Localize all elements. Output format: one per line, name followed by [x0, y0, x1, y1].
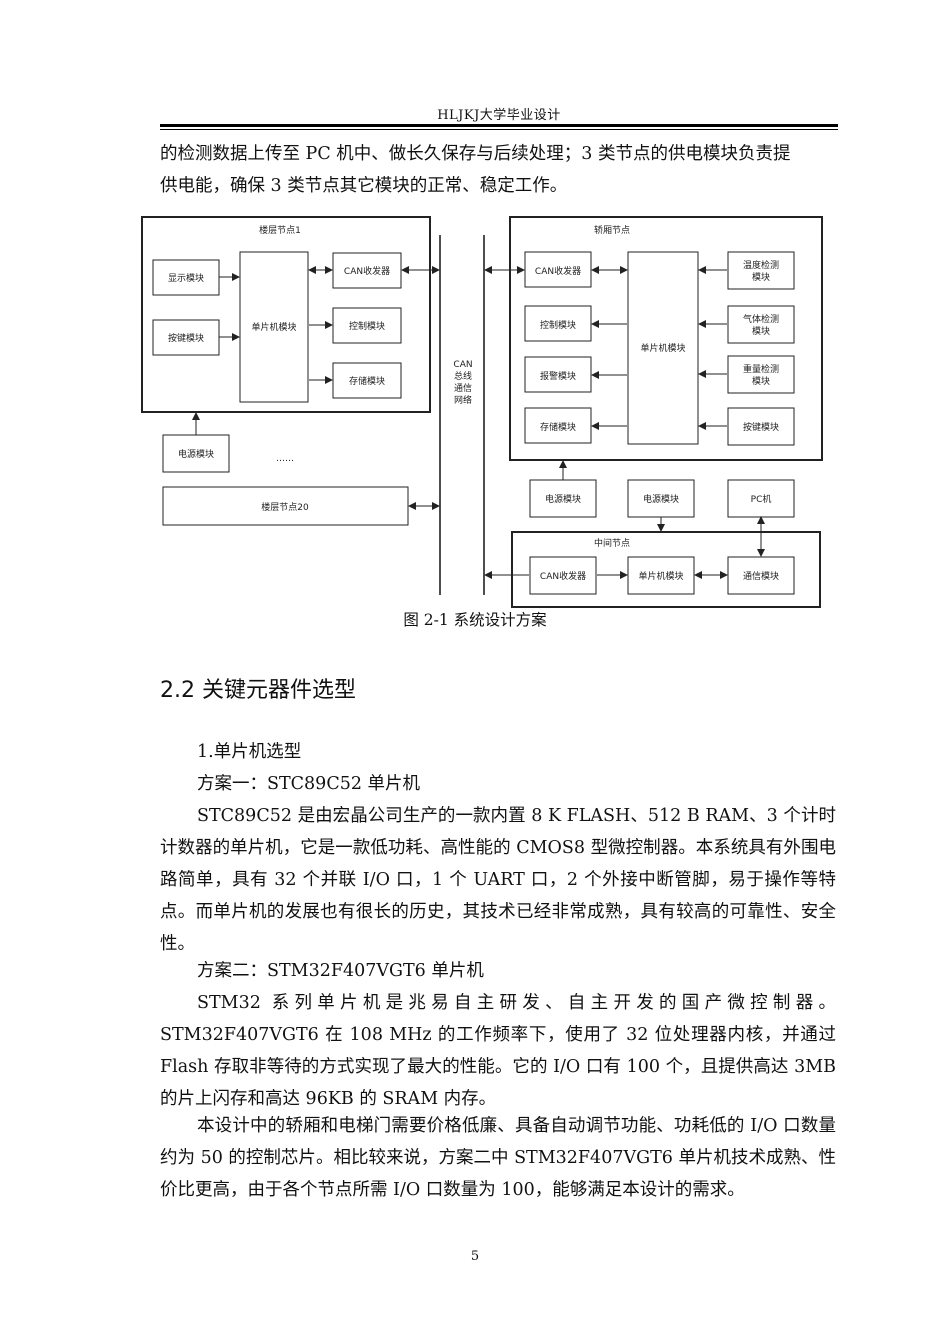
system-design-figure: 楼层节点1 显示模块 按键模块 单片机模块 CAN收发器 控制模块 存储模块 电… [140, 210, 840, 615]
floor-node-1-title: 楼层节点1 [259, 224, 301, 236]
option-2-text: STM32 系列单片机是兆易自主研发、自主开发的国产微控制器。STM32F407… [160, 993, 836, 1109]
ellipsis-label: …… [276, 454, 294, 464]
car-mcu-label: 单片机模块 [640, 342, 685, 354]
pc-label: PC机 [751, 493, 772, 505]
floor-node-20-label: 楼层节点20 [261, 501, 309, 513]
temp-label-1: 温度检测 [743, 259, 779, 271]
car-key-module-box [727, 407, 795, 446]
header-rule [160, 124, 838, 127]
mid-comm-module-box [727, 556, 795, 595]
gas-label-2: 模块 [752, 325, 770, 337]
weight-module-box [727, 355, 795, 394]
power-car-label: 电源模块 [545, 493, 581, 505]
gas-module-box [727, 305, 795, 344]
bus-label-1: CAN [453, 360, 472, 370]
power-module-left-label: 电源模块 [178, 448, 214, 460]
option-1-text: STC89C52 是由宏晶公司生产的一款内置 8 K FLASH、512 B R… [160, 806, 836, 954]
mcu-module-box [239, 251, 309, 403]
control-module-label: 控制模块 [349, 320, 385, 332]
car-key-label: 按键模块 [743, 421, 779, 433]
key-module-label: 按键模块 [168, 332, 204, 344]
car-can-label: CAN收发器 [535, 265, 581, 277]
intro-line-1: 的检测数据上传至 PC 机中、做长久保存与后续处理；3 类节点的供电模块负责提 [160, 144, 791, 164]
floor-node-1-box [141, 216, 431, 413]
figure-caption: 图 2-1 系统设计方案 [403, 611, 547, 629]
middle-node-title: 中间节点 [594, 537, 630, 549]
control-module-box [332, 307, 402, 344]
mcu-module-label: 单片机模块 [251, 321, 296, 333]
car-node-title: 轿厢节点 [594, 224, 630, 236]
car-alarm-label: 报警模块 [540, 370, 576, 382]
mid-comm-label: 通信模块 [743, 570, 779, 582]
car-control-label: 控制模块 [540, 319, 576, 331]
display-module-label: 显示模块 [168, 272, 204, 284]
bus-label-2: 总线 [454, 370, 472, 382]
power-mid-label: 电源模块 [643, 493, 679, 505]
weight-label-1: 重量检测 [743, 363, 779, 375]
option-1-title: 方案一：STC89C52 单片机 [197, 774, 421, 794]
conclusion-text: 本设计中的轿厢和电梯门需要价格低廉、具备自动调节功能、功耗低的 I/O 口数量约… [160, 1116, 836, 1200]
page-header: HLJKJ大学毕业设计 [437, 108, 561, 123]
middle-node-box [511, 531, 821, 608]
intro-line-2: 供电能，确保 3 类节点其它模块的正常、稳定工作。 [160, 176, 568, 196]
section-title: 2.2 关键元器件选型 [160, 678, 356, 703]
storage-module-box [332, 362, 402, 399]
storage-module-label: 存储模块 [349, 375, 385, 387]
item-1: 1.单片机选型 [197, 742, 302, 762]
car-storage-label: 存储模块 [540, 421, 576, 433]
car-node-box [509, 216, 823, 461]
can-transceiver-label: CAN收发器 [344, 265, 390, 277]
temp-module-box [727, 251, 795, 290]
mid-can-label: CAN收发器 [540, 570, 586, 582]
car-mcu-module-box [627, 251, 699, 445]
bus-label-3: 通信 [454, 382, 472, 394]
page-number: 5 [470, 1249, 480, 1264]
temp-label-2: 模块 [752, 271, 770, 283]
option-2-title: 方案二：STM32F407VGT6 单片机 [197, 961, 484, 981]
bus-label-4: 网络 [454, 394, 472, 406]
mid-can-transceiver-box [529, 556, 597, 595]
gas-label-1: 气体检测 [743, 313, 779, 325]
mid-mcu-label: 单片机模块 [638, 570, 683, 582]
weight-label-2: 模块 [752, 375, 770, 387]
header-rule-thin [160, 129, 838, 130]
